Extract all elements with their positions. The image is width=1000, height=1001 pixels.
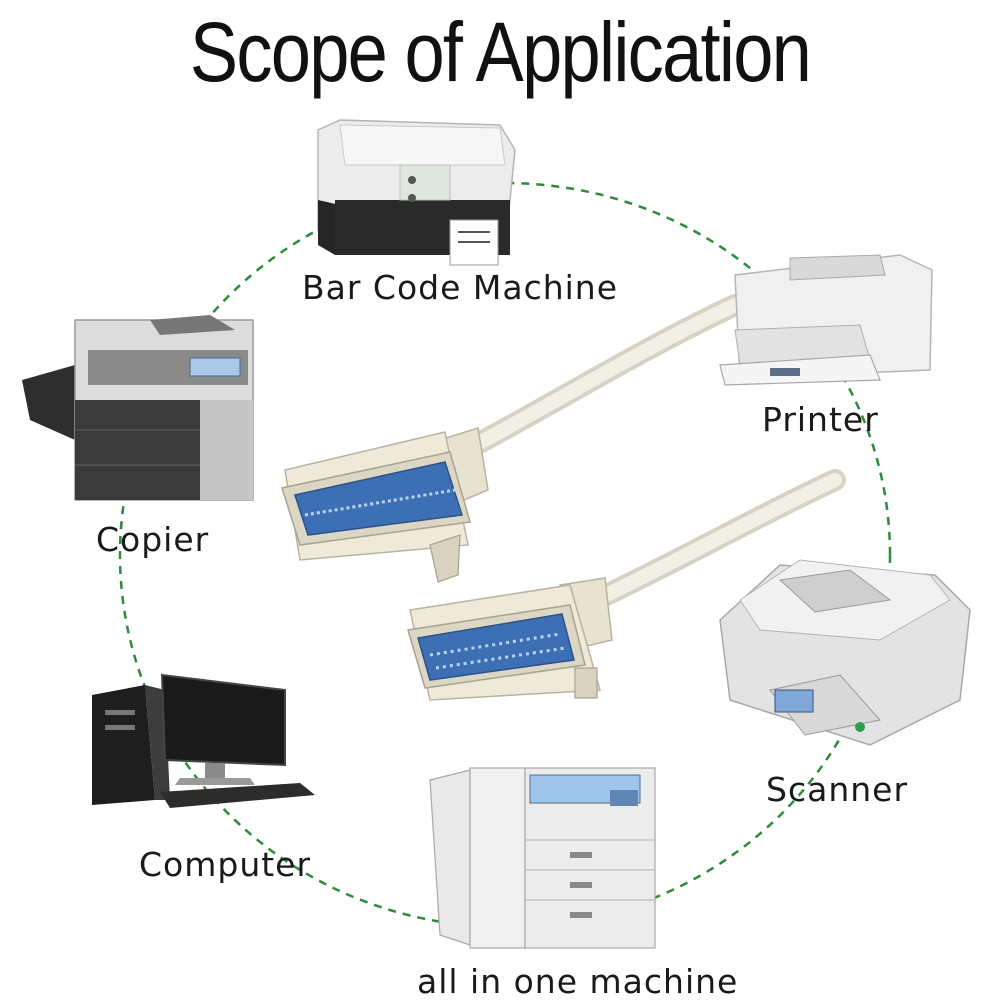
label-bar-code-machine: Bar Code Machine	[302, 268, 619, 307]
label-printer: Printer	[762, 400, 879, 439]
scanner-icon	[719, 559, 971, 746]
db25-connector	[407, 577, 613, 701]
parallel-cable-icon	[281, 294, 846, 701]
laser-printer-icon	[719, 254, 933, 386]
barcode-printer-icon	[317, 119, 516, 266]
label-all-in-one-machine: all in one machine	[417, 962, 739, 1001]
all-in-one-machine-icon	[429, 767, 656, 949]
label-computer: Computer	[139, 845, 312, 884]
page-title: Scope of Application	[189, 5, 812, 99]
connection-ring	[118, 181, 892, 929]
centronics-connector	[281, 427, 489, 583]
desktop-computer-icon	[92, 673, 315, 808]
label-copier: Copier	[96, 520, 210, 559]
label-scanner: Scanner	[766, 770, 909, 809]
copier-icon	[22, 315, 254, 501]
